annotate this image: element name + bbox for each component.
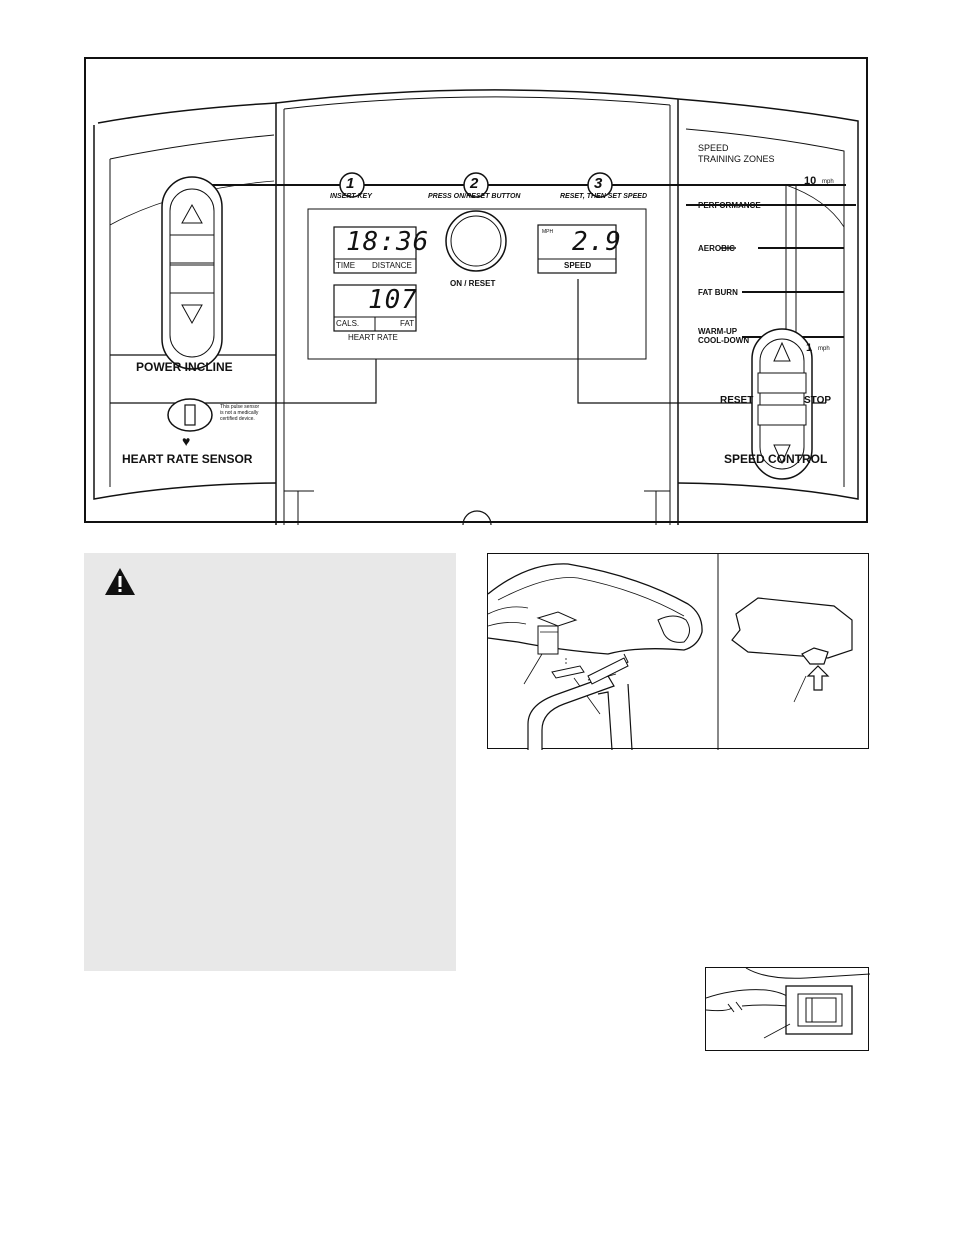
- speed-display-value: 2.9: [572, 227, 622, 257]
- time-display-label: TIME: [336, 261, 356, 270]
- incline-down-button[interactable]: [170, 265, 214, 299]
- step-1-number: 1: [346, 175, 355, 192]
- distance-display-label: DISTANCE: [372, 261, 412, 270]
- key-insertion-drawing: [488, 554, 853, 750]
- speed-caption: SPEED: [564, 261, 592, 270]
- zone-cooldown-label: COOL-DOWN: [698, 336, 750, 345]
- zone-fat-burn-label: FAT BURN: [698, 288, 738, 297]
- stop-label: STOP: [804, 395, 832, 406]
- speed-min-unit: mph: [818, 346, 830, 352]
- speed-unit-label: MPH: [542, 229, 554, 235]
- step-3-label: RESET, THEN SET SPEED: [560, 193, 647, 200]
- pulse-note: This pulse sensor is not a medically cer…: [220, 404, 259, 422]
- speed-min-value: 1: [806, 342, 813, 354]
- step-1-label: INSERT KEY: [330, 193, 372, 200]
- heart-rate-display-value: 107: [368, 285, 418, 315]
- speed-max-value: 10: [804, 175, 817, 187]
- speed-down-button[interactable]: [758, 405, 806, 425]
- zone-warmup-label: WARM-UP: [698, 327, 738, 336]
- pulse-note-line-2: is not a medically: [220, 410, 259, 416]
- zone-performance-label: PERFORMANCE: [698, 201, 761, 210]
- power-switch-figure: [705, 967, 870, 1051]
- pulse-note-line-1: This pulse sensor: [220, 404, 260, 410]
- warning-icon: [105, 568, 135, 595]
- warning-box: [84, 553, 456, 971]
- time-display-value: 18:36: [346, 227, 430, 257]
- on-reset-button[interactable]: [446, 211, 506, 271]
- reset-label: RESET: [720, 395, 754, 406]
- speed-up-button[interactable]: [758, 373, 806, 393]
- fat-display-label: FAT: [400, 319, 415, 328]
- incline-up-button[interactable]: [170, 229, 214, 263]
- console-outline: [93, 89, 859, 525]
- speed-max-unit: mph: [822, 179, 834, 185]
- heart-rate-caption: HEART RATE: [348, 333, 398, 342]
- zone-aerobic-label: AEROBIC: [698, 244, 735, 253]
- speed-zones-title-line-1: SPEED: [698, 143, 729, 153]
- speed-control-label: SPEED CONTROL: [724, 452, 828, 466]
- power-incline-label: POWER INCLINE: [136, 360, 233, 374]
- console-diagram: 1 2 3 INSERT KEY PRESS ON/RESET BUTTON R…: [84, 57, 868, 525]
- pulse-note-line-3: certified device.: [220, 416, 255, 422]
- key-insertion-figure: [487, 553, 869, 750]
- step-2-number: 2: [470, 175, 479, 192]
- heart-rate-sensor-label: HEART RATE SENSOR: [122, 452, 253, 466]
- speed-zones-title-line-2: TRAINING ZONES: [698, 154, 775, 164]
- step-3-number: 3: [594, 175, 603, 192]
- calories-display-label: CALS.: [336, 319, 360, 328]
- heart-icon: ♥: [182, 433, 191, 449]
- step-2-label: PRESS ON/RESET BUTTON: [428, 193, 521, 200]
- power-switch-drawing: [706, 968, 870, 1039]
- on-reset-label: ON / RESET: [450, 279, 496, 288]
